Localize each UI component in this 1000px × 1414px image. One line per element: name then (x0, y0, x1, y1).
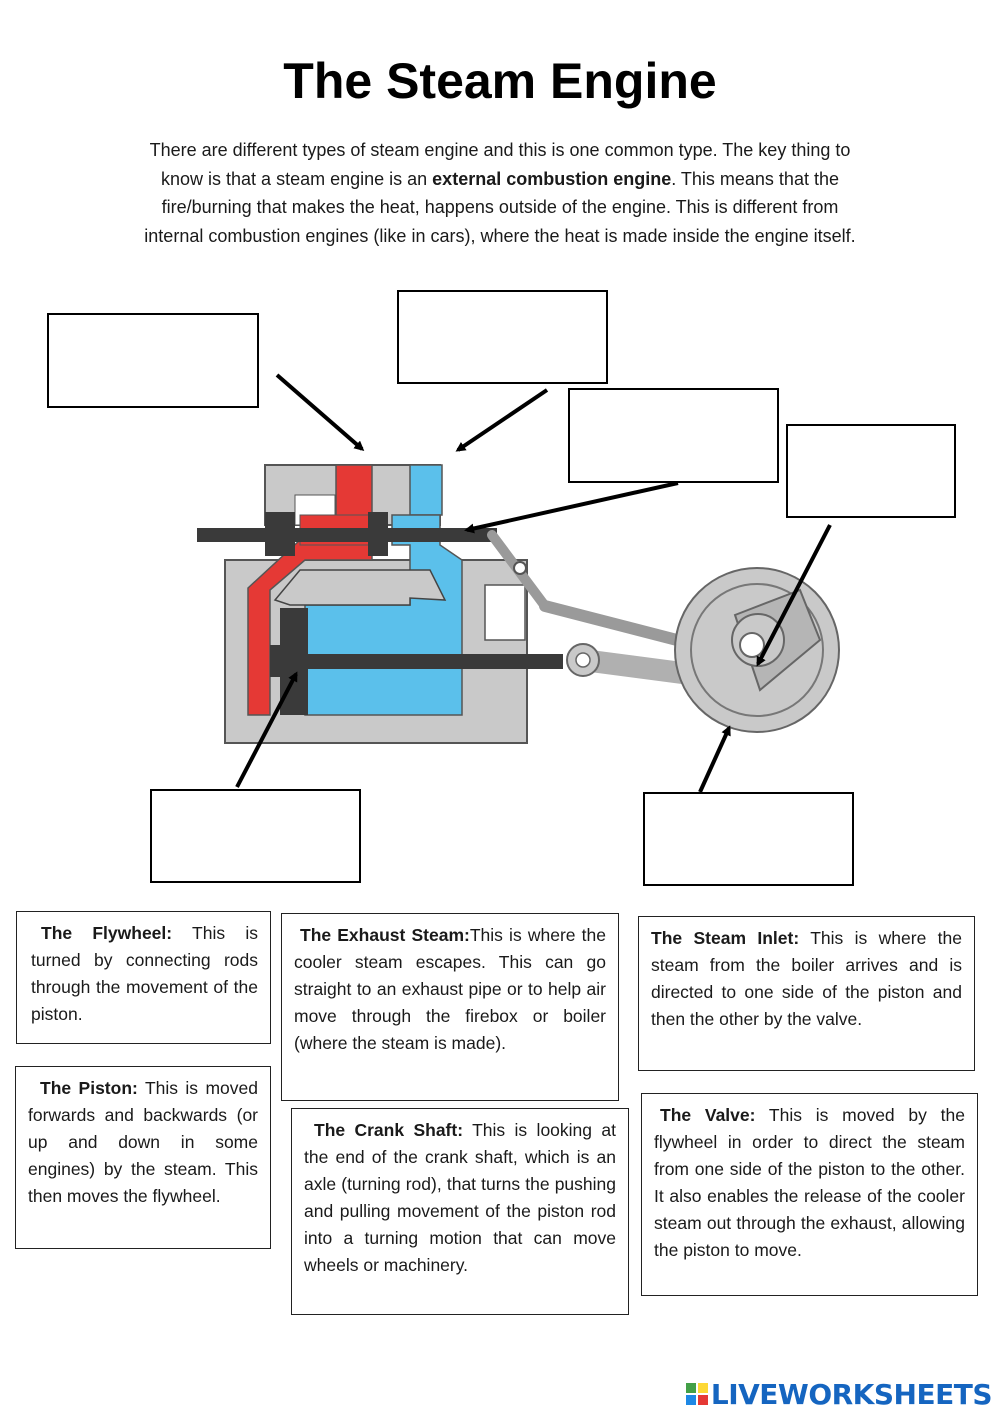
slide-valve (273, 569, 447, 606)
intro-paragraph: There are different types of steam engin… (140, 136, 860, 250)
desc-valve: The Valve: This is moved by the flywheel… (641, 1093, 978, 1296)
pointer-arrows (235, 373, 832, 793)
piston-rod (305, 654, 563, 669)
intro-text-2: . This means that the fire/burning that … (144, 168, 856, 246)
steam-engine-diagram (197, 373, 840, 793)
label-box-4[interactable] (786, 424, 956, 518)
desc-flywheel-title: The Flywheel: (41, 923, 173, 943)
desc-inlet-text: This is where the steam from the boiler … (651, 928, 962, 1029)
desc-exhaust-title: The Exhaust Steam: (300, 925, 470, 945)
page-title: The Steam Engine (283, 53, 717, 109)
intro-text-1: There are different types of steam engin… (149, 140, 851, 189)
desc-inlet: The Steam Inlet: This is where the steam… (638, 916, 975, 1071)
desc-flywheel: The Flywheel: This is turned by connecti… (16, 911, 271, 1044)
liveworksheets-logo-icon (685, 1383, 708, 1405)
desc-valve-title: The Valve: (660, 1105, 756, 1125)
label-box-3[interactable] (568, 388, 779, 483)
desc-exhaust: The Exhaust Steam:This is where the cool… (281, 913, 619, 1101)
flywheel (674, 567, 840, 733)
label-box-6[interactable] (643, 792, 854, 886)
desc-flywheel-text: This is turned by connecting rods throug… (31, 923, 258, 1024)
desc-valve-text: This is moved by the flywheel in order t… (654, 1105, 965, 1260)
desc-exhaust-text: This is where the cooler steam escapes. … (294, 925, 606, 1053)
logo-text: LIVEWORKSHEETS (710, 1377, 993, 1411)
label-box-2[interactable] (397, 290, 608, 384)
valve-rod (197, 528, 497, 542)
label-box-1[interactable] (47, 313, 259, 408)
desc-piston-text: This is moved forwards and backwards (or… (28, 1078, 259, 1206)
intro-bold: external combustion engine (432, 168, 672, 189)
desc-crank: The Crank Shaft: This is looking at the … (291, 1108, 629, 1315)
desc-crank-title: The Crank Shaft: (314, 1120, 464, 1140)
desc-piston: The Piston: This is moved forwards and b… (15, 1066, 271, 1249)
desc-inlet-title: The Steam Inlet: (651, 928, 800, 948)
liveworksheets-logo[interactable]: LIVEWORKSHEETS (685, 1376, 993, 1412)
desc-piston-title: The Piston: (40, 1078, 138, 1098)
desc-crank-text: This is looking at the end of the crank … (304, 1120, 616, 1275)
label-box-5[interactable] (150, 789, 361, 883)
